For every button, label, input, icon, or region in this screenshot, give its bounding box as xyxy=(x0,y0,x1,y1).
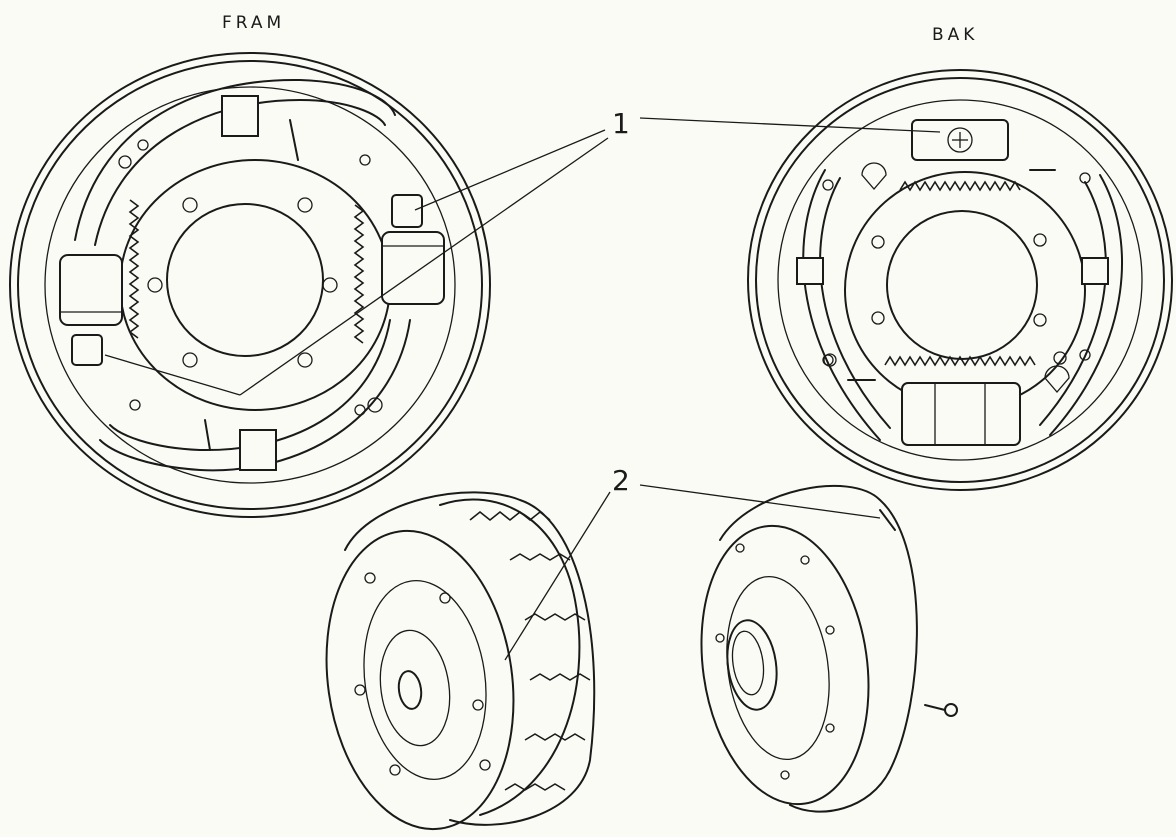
callout-1-number: 1 xyxy=(612,107,630,140)
callout-1-leaders xyxy=(104,117,941,396)
front-wheel-cylinder-left xyxy=(59,254,123,366)
front-flange-bolt-holes xyxy=(118,155,383,413)
rear-heading: BAK xyxy=(932,25,978,45)
callout-2-leaders xyxy=(504,484,881,661)
rear-brake-backing-plate xyxy=(747,69,1173,491)
rear-flange-bolt-holes xyxy=(823,233,1067,367)
rear-wheel-cylinder-bottom xyxy=(901,382,1021,446)
front-brake-backing-plate xyxy=(9,52,491,518)
rear-return-springs xyxy=(884,180,1036,367)
front-heading: FRAM xyxy=(222,13,285,33)
front-brake-drum xyxy=(325,491,596,831)
rear-brake-drum xyxy=(700,484,958,813)
front-drum-stud-holes xyxy=(354,572,491,776)
front-wheel-cylinder-right xyxy=(381,194,445,305)
rear-adjuster-top xyxy=(911,119,1009,161)
rear-drum-stud-holes xyxy=(715,543,835,780)
front-return-springs xyxy=(128,199,365,344)
callout-2-number: 2 xyxy=(612,464,630,497)
